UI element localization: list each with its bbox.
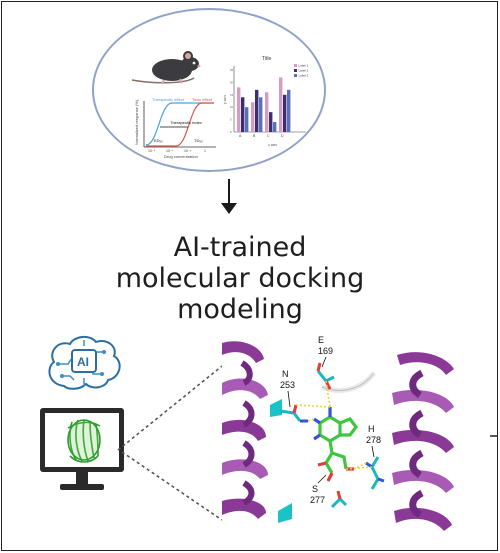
x-tick-C: C — [267, 134, 270, 138]
bar-D-series-3 — [287, 89, 291, 132]
dose-xtick-4: 1 — [204, 149, 206, 153]
td50-label: TD₅₀ — [194, 138, 203, 143]
residue-s-number: 277 — [310, 495, 325, 505]
residue-s277-sticks — [330, 490, 348, 509]
docking-structure: E 169 N 253 H 278 S 277 — [222, 333, 486, 538]
residue-h-number: 278 — [366, 435, 381, 445]
dose-response-plot: Normalized response (%) Therapeutic effe… — [134, 97, 216, 159]
monitor-icon — [40, 408, 124, 490]
bar-A-series-2 — [241, 97, 245, 132]
chart-ylabel: y axis — [223, 95, 227, 104]
residue-n-letter: N — [282, 369, 289, 379]
input-data-ellipse — [92, 8, 326, 172]
bar-B-series-2 — [255, 89, 259, 132]
dose-ylabel: Normalized response (%) — [134, 99, 139, 145]
toxic-curve — [146, 102, 214, 147]
therapeutic-label: Therapeutic effect — [152, 97, 185, 102]
x-tick-A: A — [239, 134, 242, 138]
dose-xlabel: Drug concentration — [164, 154, 198, 159]
ai-brain-icon: AI — [48, 336, 121, 390]
heading-line-3: modeling — [177, 294, 303, 325]
mouse-icon — [131, 51, 201, 85]
residue-e-number: 169 — [318, 346, 333, 356]
ed50-label: ED₅₀ — [154, 138, 163, 143]
y-tick-0: 0 — [230, 130, 232, 134]
hydrogen-bonds — [295, 380, 373, 470]
bar-C-series-3 — [273, 122, 277, 132]
dose-xtick-1: 10⁻⁹ — [148, 149, 156, 153]
chart-title: Title — [262, 56, 271, 62]
residue-n-number: 253 — [280, 380, 295, 390]
bar-chart: Title y axis x axis A B C D 0 5 10 15 20 25 Label… — [223, 56, 309, 147]
residue-s-letter: S — [312, 484, 318, 494]
therapeutic-index-label: Therapeutic index — [170, 120, 202, 125]
flow-arrow-shaft — [228, 179, 230, 206]
therapeutic-curve — [145, 102, 214, 146]
bar-D-series-1 — [279, 77, 283, 132]
chart-xlabel: x axis — [268, 143, 277, 147]
legend-swatch-1 — [294, 64, 297, 67]
legend-label-3: Label 3 — [299, 74, 309, 78]
ligand-sticks — [313, 407, 358, 482]
helix-right — [392, 352, 454, 531]
y-tick-20: 20 — [230, 80, 234, 84]
helix-left — [222, 341, 268, 519]
bar-C-series-1 — [265, 92, 269, 132]
flow-arrow-head — [221, 203, 237, 214]
heading-line-1: AI-trained — [173, 232, 307, 263]
bar-B-series-3 — [259, 97, 263, 132]
y-tick-25: 25 — [230, 68, 234, 72]
toxic-label: Toxic effect — [192, 97, 213, 102]
y-tick-5: 5 — [230, 118, 232, 122]
legend-swatch-3 — [294, 74, 297, 77]
heading-line-2: molecular docking — [115, 263, 365, 294]
bar-A-series-1 — [237, 87, 241, 132]
bar-B-series-1 — [251, 102, 255, 132]
y-tick-10: 10 — [230, 105, 234, 109]
residue-n253-sticks — [279, 404, 308, 423]
method-heading: AI-trained molecular docking modeling — [110, 232, 370, 325]
x-tick-D: D — [281, 134, 284, 138]
ai-badge: AI — [77, 355, 89, 369]
bar-A-series-3 — [245, 107, 249, 132]
x-tick-B: B — [253, 134, 256, 138]
y-tick-15: 15 — [230, 93, 234, 97]
bar-C-series-2 — [269, 112, 273, 132]
residue-h-letter: H — [368, 424, 375, 434]
legend-swatch-2 — [294, 69, 297, 72]
bar-D-series-2 — [283, 94, 287, 132]
residue-e-letter: E — [318, 335, 324, 345]
legend-label-2: Label 2 — [299, 69, 309, 73]
gfp-barrel-icon — [67, 419, 101, 463]
legend-label-1: Label 1 — [299, 64, 309, 68]
dose-xtick-3: 10⁻³ — [184, 149, 192, 153]
dose-xtick-2: 10⁻⁶ — [166, 149, 174, 153]
